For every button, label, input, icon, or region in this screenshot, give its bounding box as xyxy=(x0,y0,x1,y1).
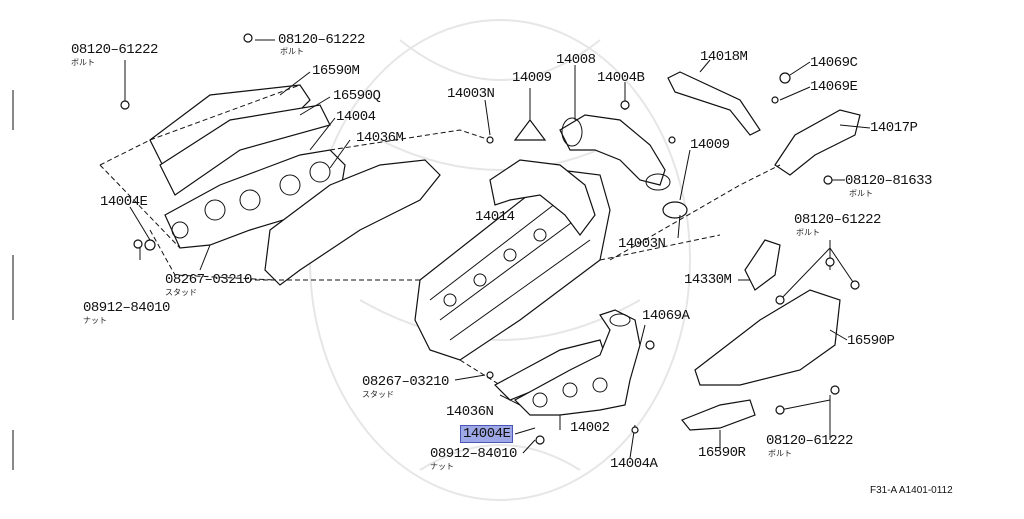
label-14036N: 14036N xyxy=(446,404,494,420)
sublabel-bolt-right: ボルト xyxy=(796,228,820,237)
label-14004E-left: 14004E xyxy=(100,194,148,210)
label-16590P: 16590P xyxy=(847,333,895,349)
label-14004E-highlighted[interactable]: 14004E xyxy=(460,425,514,443)
sublabel-bolt-top-left: ボルト xyxy=(71,58,95,67)
label-16590R: 16590R xyxy=(698,445,746,461)
label-14004A: 14004A xyxy=(610,456,658,472)
label-14009-top: 14009 xyxy=(512,70,552,86)
sublabel-bolt-bottom: ボルト xyxy=(768,449,792,458)
sublabel-stud-left: スタッド xyxy=(165,288,197,297)
gasket-14009 xyxy=(513,119,547,141)
sublabel-bolt-top: ボルト xyxy=(280,47,304,56)
fasteners xyxy=(120,33,860,445)
label-08120-61222-right: 08120–61222 xyxy=(794,212,881,228)
label-08120-61222-bottom: 08120–61222 xyxy=(766,433,853,449)
heat-insulator-16590P xyxy=(694,289,841,386)
label-14069A: 14069A xyxy=(642,308,690,324)
label-14009-right: 14009 xyxy=(690,137,730,153)
exhaust-manifold-14004 xyxy=(164,149,346,249)
label-14014: 14014 xyxy=(475,209,515,225)
label-14004B: 14004B xyxy=(597,70,645,86)
label-08120-61222-top: 08120–61222 xyxy=(278,32,365,48)
label-08912-84010-mid: 08912–84010 xyxy=(430,446,517,462)
label-14004-top: 14004 xyxy=(336,109,376,125)
leader-lines xyxy=(124,39,871,459)
heat-insulator-16590R xyxy=(681,399,756,431)
sublabel-nut-left: ナット xyxy=(83,316,107,325)
gasket-14009-right xyxy=(662,201,688,219)
label-14018M: 14018M xyxy=(700,49,748,65)
cylinder-head xyxy=(414,169,611,361)
label-08120-61222-top-left: 08120–61222 xyxy=(71,42,158,58)
figure-reference: F31-A A1401-0112 xyxy=(870,485,953,496)
label-08267-03210-left: 08267–03210 xyxy=(165,272,252,288)
bracket-14017P xyxy=(774,109,861,176)
sublabel-stud-mid: スタッド xyxy=(362,390,394,399)
label-14003N-right: 14003N xyxy=(618,236,666,252)
sublabel-bolt-81633: ボルト xyxy=(849,189,873,198)
exhaust-pipe-14008 xyxy=(559,114,671,191)
heat-shield-14014 xyxy=(489,159,596,236)
label-16590M: 16590M xyxy=(312,63,360,79)
label-14069C: 14069C xyxy=(810,55,858,71)
label-08120-81633: 08120–81633 xyxy=(845,173,932,189)
label-08267-03210-mid: 08267–03210 xyxy=(362,374,449,390)
label-16590Q: 16590Q xyxy=(333,88,381,104)
heat-insulator-14330M xyxy=(744,239,781,291)
label-14017P: 14017P xyxy=(870,120,918,136)
label-08912-84010-left: 08912–84010 xyxy=(83,300,170,316)
assembly-lines xyxy=(99,84,781,386)
sublabel-nut-mid: ナット xyxy=(430,462,454,471)
bracket-14018M xyxy=(667,71,761,136)
label-14002: 14002 xyxy=(570,420,610,436)
label-14330M: 14330M xyxy=(684,272,732,288)
exhaust-manifold-14002 xyxy=(514,309,641,416)
label-14008: 14008 xyxy=(556,52,596,68)
label-14003N-top: 14003N xyxy=(447,86,495,102)
label-14036M: 14036M xyxy=(356,130,404,146)
label-14069E: 14069E xyxy=(810,79,858,95)
